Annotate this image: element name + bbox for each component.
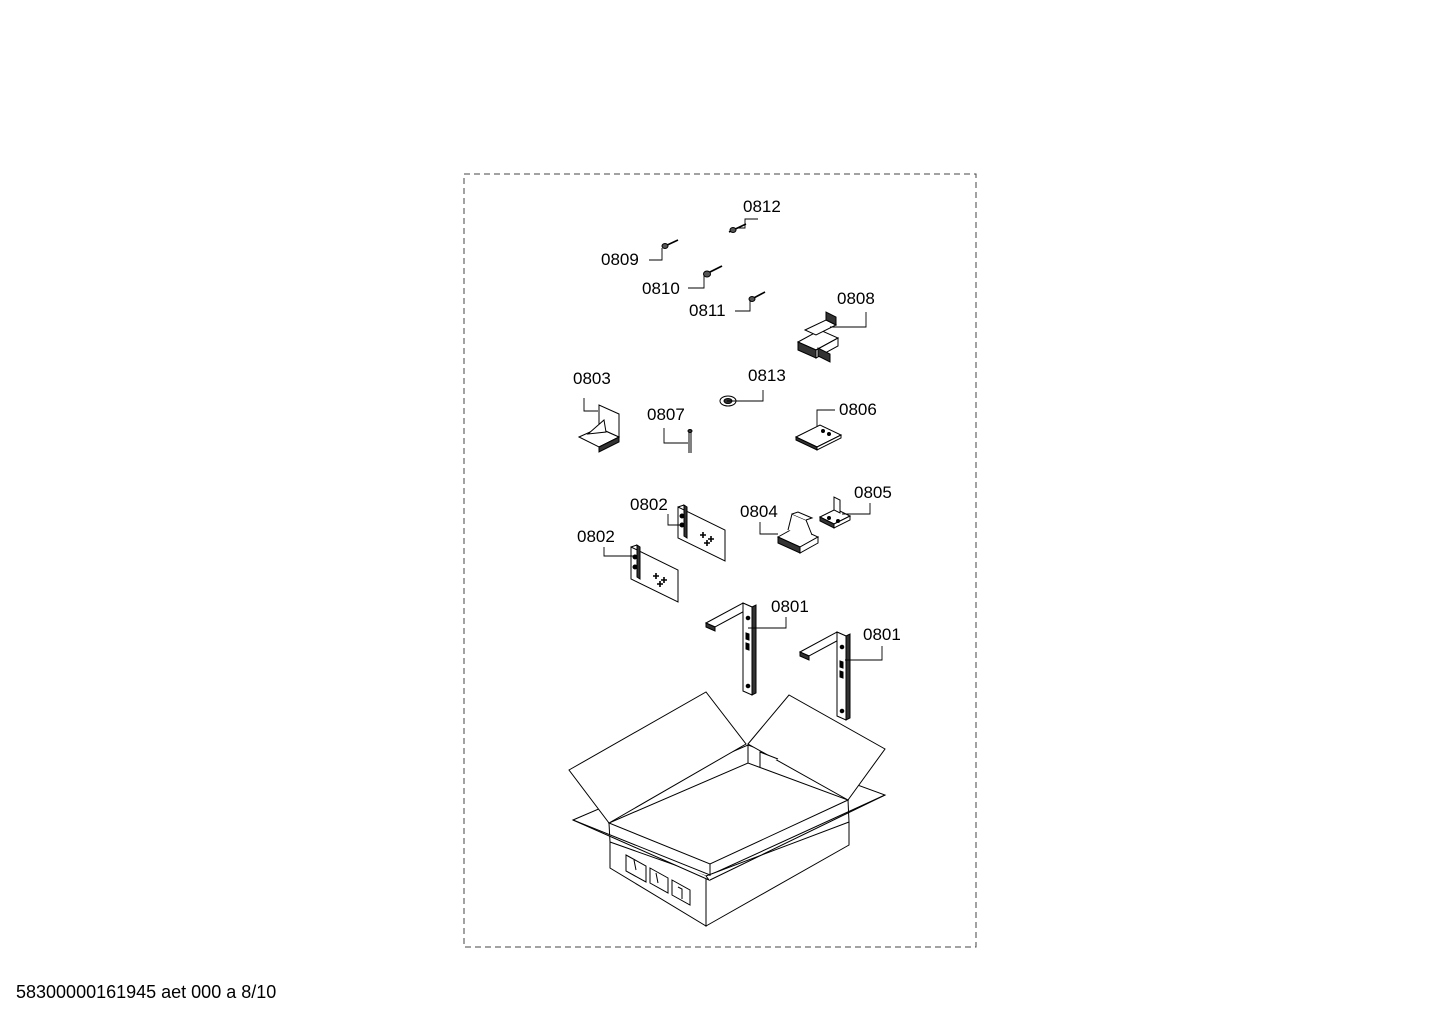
pin-0807 bbox=[687, 429, 693, 453]
l-bracket-0801-left bbox=[704, 602, 757, 696]
part-label-0805: 0805 bbox=[854, 483, 892, 502]
screw-0811 bbox=[748, 291, 766, 302]
part-label-0801-right: 0801 bbox=[863, 625, 901, 644]
screw-0810 bbox=[703, 265, 723, 278]
screw-0809 bbox=[661, 239, 679, 249]
angle-bracket-0803 bbox=[577, 404, 621, 453]
part-label-0811: 0811 bbox=[689, 301, 726, 320]
block-0804 bbox=[776, 511, 820, 554]
panel-0802-upper bbox=[677, 504, 726, 562]
open-carton-box bbox=[568, 691, 887, 927]
document-reference-footer: 58300000161945 aet 000 a 8/10 bbox=[16, 982, 277, 1002]
part-label-0802-lower: 0802 bbox=[577, 527, 615, 546]
l-bracket-0801-right bbox=[798, 631, 851, 721]
part-label-0806: 0806 bbox=[839, 400, 877, 419]
part-label-0803: 0803 bbox=[573, 369, 611, 388]
screw-0812 bbox=[728, 223, 747, 233]
clip-0805 bbox=[818, 496, 852, 529]
part-label-0808: 0808 bbox=[837, 289, 875, 308]
part-label-0810: 0810 bbox=[642, 279, 680, 298]
hinge-bracket-0808 bbox=[796, 311, 840, 363]
leader-lines bbox=[583, 218, 883, 661]
part-label-0802-upper: 0802 bbox=[630, 495, 668, 514]
diagram-frame bbox=[463, 173, 977, 948]
part-label-0812: 0812 bbox=[743, 197, 781, 216]
part-label-0809: 0809 bbox=[601, 250, 639, 269]
part-label-0813: 0813 bbox=[748, 366, 786, 385]
plate-0806 bbox=[794, 424, 843, 451]
part-label-0804: 0804 bbox=[740, 502, 778, 521]
part-label-0807: 0807 bbox=[647, 405, 685, 424]
panel-0802-lower bbox=[630, 544, 679, 603]
part-label-0801-left: 0801 bbox=[771, 597, 809, 616]
